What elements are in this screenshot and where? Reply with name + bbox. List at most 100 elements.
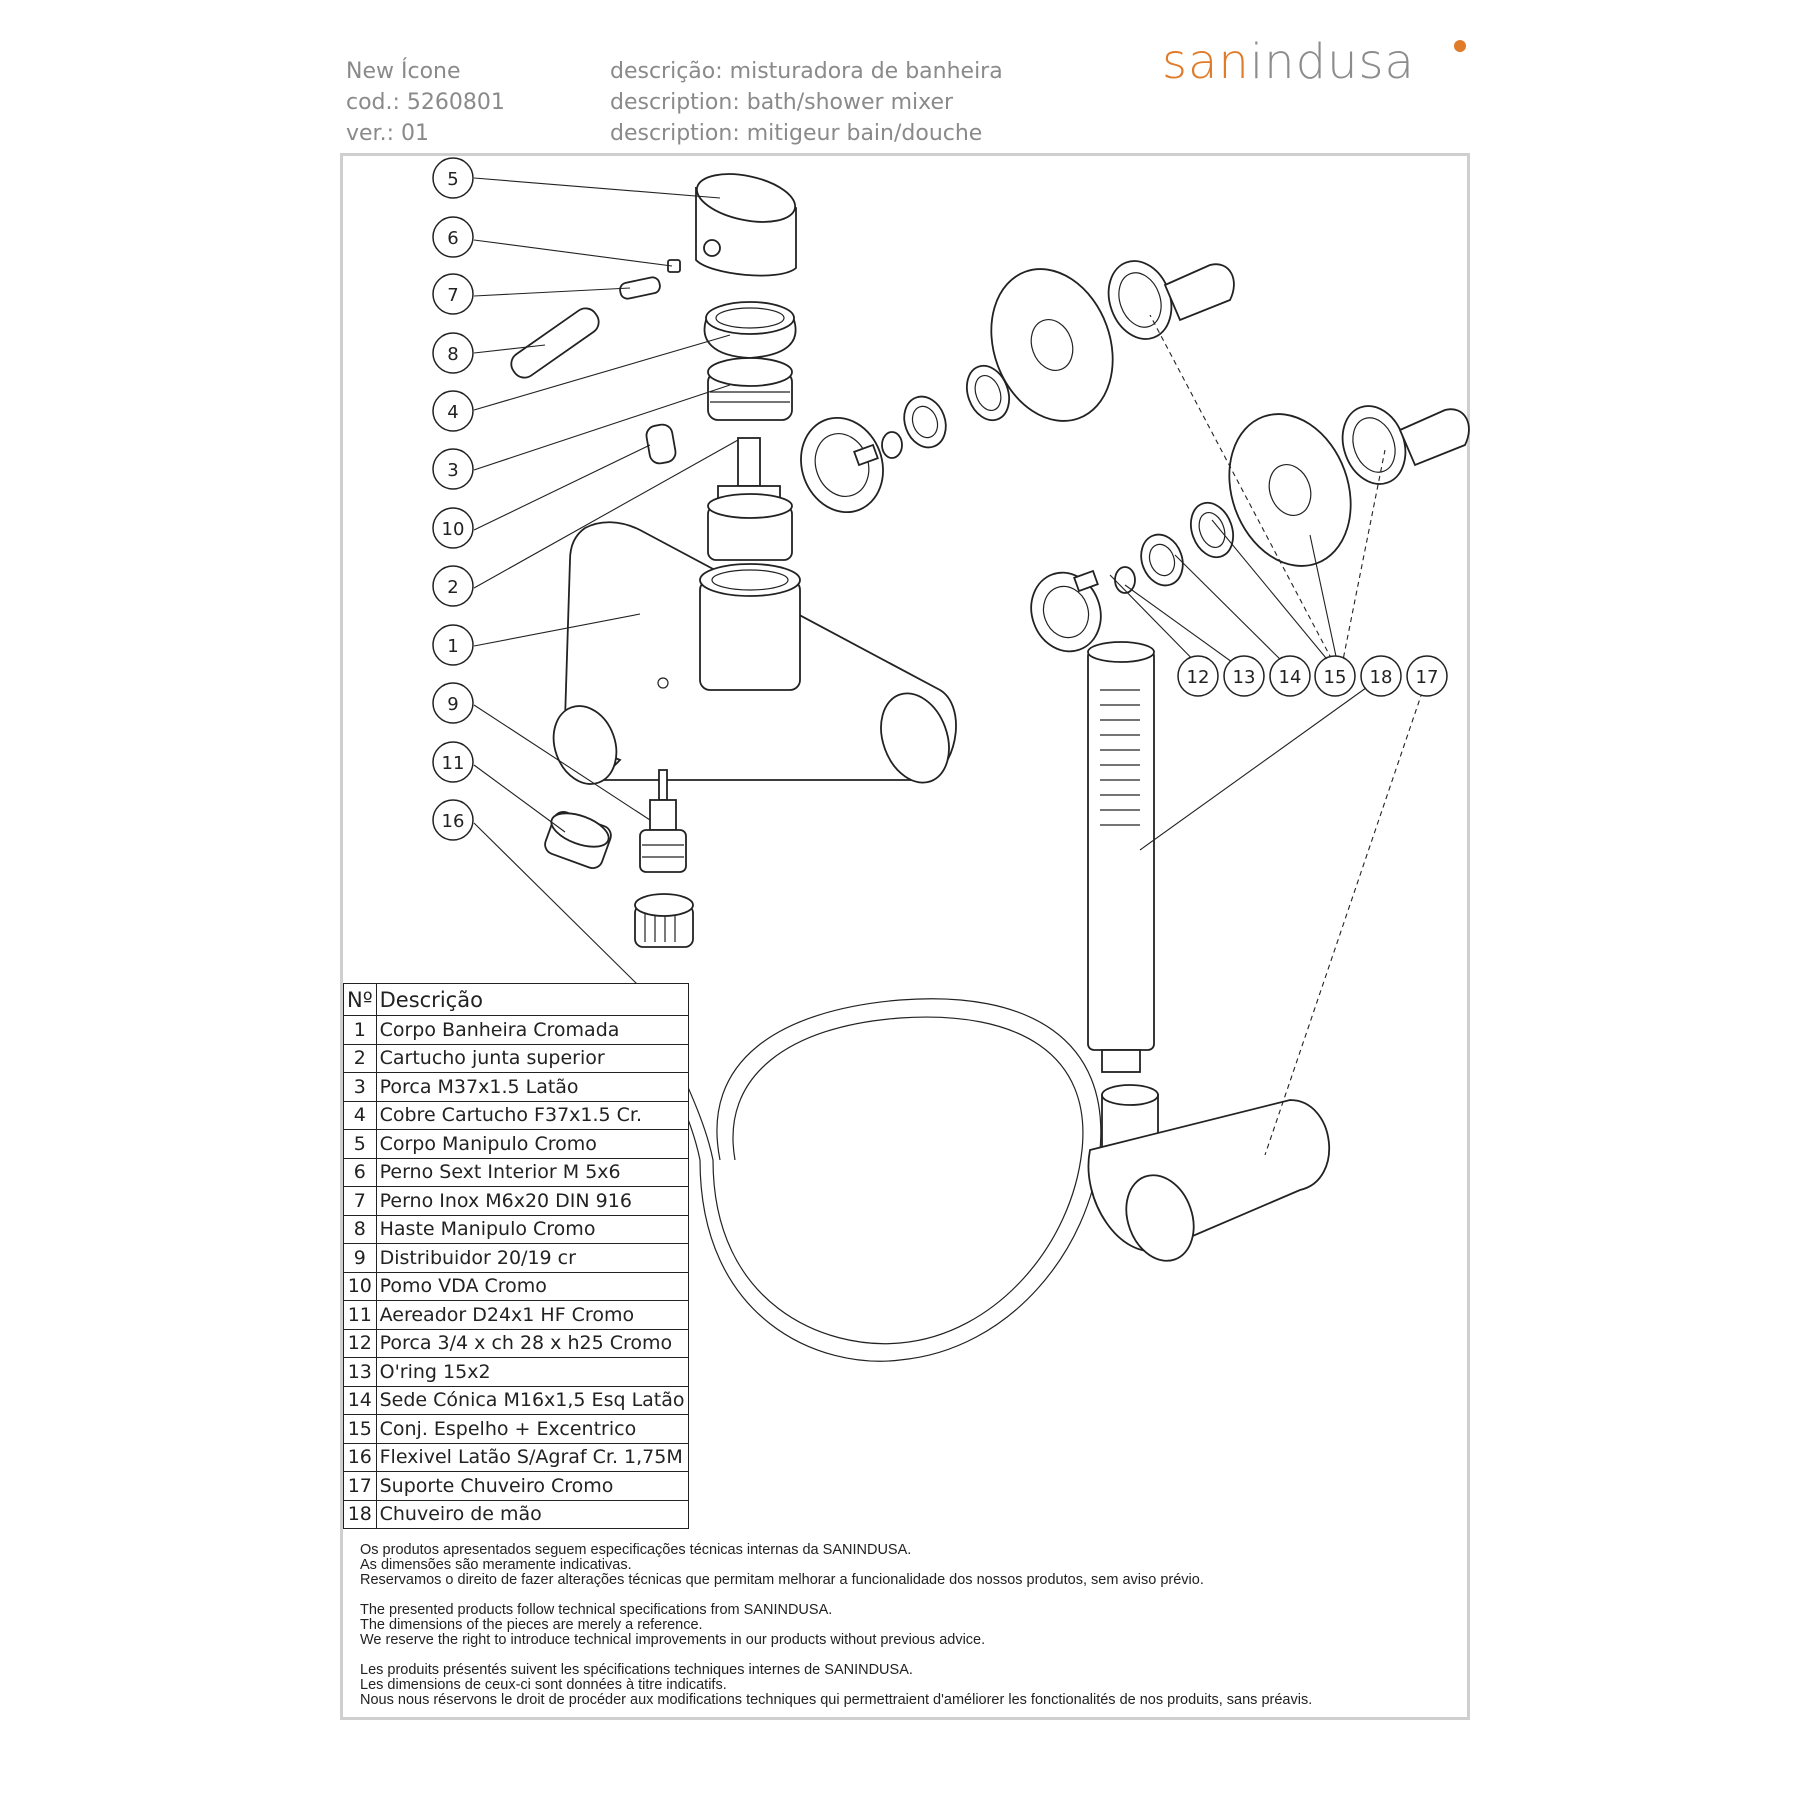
- cartridge: [707, 437, 793, 561]
- aerator: [544, 810, 612, 870]
- disclaimer-notes: Os produtos apresentados seguem especifi…: [360, 1543, 1312, 1723]
- callout-18: 18: [1360, 655, 1402, 697]
- part-number: 10: [343, 1271, 377, 1301]
- knob-pomo: [645, 423, 677, 465]
- callout-circle: [1360, 655, 1402, 697]
- part-description: Corpo Manipulo Cromo: [375, 1129, 689, 1159]
- part-number: 11: [343, 1300, 377, 1330]
- callout-17: 17: [1406, 655, 1448, 697]
- part-number: 8: [343, 1214, 377, 1244]
- cartridge-cover: [703, 301, 797, 359]
- leader-lines: [473, 177, 1429, 1156]
- part-description: Sede Cónica M16x1,5 Esq Latão: [375, 1385, 689, 1415]
- product-name: New Ícone: [346, 59, 461, 84]
- callout-circle: [432, 682, 474, 724]
- part-number: 9: [343, 1243, 377, 1273]
- product-code: cod.: 5260801: [346, 90, 505, 115]
- part-description: Cartucho junta superior: [375, 1043, 689, 1073]
- callout-16: 16: [432, 799, 474, 841]
- callout-label: 2: [447, 577, 458, 598]
- part-description: O'ring 15x2: [375, 1357, 689, 1387]
- callout-4: 4: [432, 390, 474, 432]
- callout-circle: [432, 216, 474, 258]
- product-info: New Ícone cod.: 5260801 ver.: 01: [346, 56, 505, 149]
- callout-circle: [432, 624, 474, 666]
- callout-label: 15: [1324, 667, 1347, 688]
- callout-13: 13: [1223, 655, 1265, 697]
- logo-text-indusa: indusa: [1249, 34, 1415, 90]
- callout-label: 16: [442, 811, 465, 832]
- callout-label: 12: [1187, 667, 1210, 688]
- callout-circle: [432, 390, 474, 432]
- callout-5: 5: [432, 157, 474, 199]
- part-description: Perno Inox M6x20 DIN 916: [375, 1186, 689, 1216]
- description-fr: description: mitigeur bain/douche: [610, 121, 983, 146]
- callout-circle: [432, 273, 474, 315]
- part-number: 1: [343, 1015, 377, 1045]
- callout-label: 18: [1370, 667, 1393, 688]
- mixer-body: [552, 521, 957, 785]
- callout-label: 10: [442, 519, 465, 540]
- callout-label: 1: [447, 636, 458, 657]
- part-description: Aereador D24x1 HF Cromo: [375, 1300, 689, 1330]
- description-en: description: bath/shower mixer: [610, 90, 954, 115]
- note-line: As dimensões são meramente indicativas.: [360, 1557, 632, 1573]
- callout-circle: [432, 332, 474, 374]
- col-header-description: Descrição: [375, 983, 689, 1016]
- callout-label: 3: [447, 460, 458, 481]
- part-description: Cobre Cartucho F37x1.5 Cr.: [375, 1100, 689, 1130]
- part-number: 14: [343, 1385, 377, 1415]
- callout-circle: [432, 448, 474, 490]
- callout-label: 13: [1233, 667, 1256, 688]
- flexible-hose: [631, 984, 1141, 1362]
- callout-label: 17: [1416, 667, 1439, 688]
- set-screw: [619, 276, 661, 300]
- part-description: Haste Manipulo Cromo: [375, 1214, 689, 1244]
- note-line: Os produtos apresentados seguem especifi…: [360, 1542, 912, 1558]
- part-number: 13: [343, 1357, 377, 1387]
- sanindusa-logo: sanindusa: [1162, 34, 1466, 90]
- part-description: Porca M37x1.5 Latão: [375, 1072, 689, 1102]
- part-number: 12: [343, 1328, 377, 1358]
- callout-circle: [432, 741, 474, 783]
- callout-1: 1: [432, 624, 474, 666]
- callout-circle: [1314, 655, 1356, 697]
- drawing-frame: [340, 153, 1470, 1720]
- notes-pt: Os produtos apresentados seguem especifi…: [360, 1543, 1312, 1588]
- part-description: Chuveiro de mão: [375, 1499, 689, 1529]
- part-description: Suporte Chuveiro Cromo: [375, 1471, 689, 1501]
- table-header-row: Nº Descrição: [343, 983, 689, 1016]
- callout-circle: [1223, 655, 1265, 697]
- part-number: 16: [343, 1442, 377, 1472]
- callout-label: 6: [447, 228, 458, 249]
- notes-fr: Les produits présentés suivent les spéci…: [360, 1663, 1312, 1708]
- part-number: 6: [343, 1157, 377, 1187]
- callout-circle: [1269, 655, 1311, 697]
- part-number: 17: [343, 1471, 377, 1501]
- note-line: Les produits présentés suivent les spéci…: [360, 1662, 913, 1678]
- callout-circle: [432, 507, 474, 549]
- lower-eccentric-assembly: [1030, 405, 1470, 653]
- product-descriptions: descrição: misturadora de banheira descr…: [610, 56, 1003, 149]
- callout-10: 10: [432, 507, 474, 549]
- note-line: Reservamos o direito de fazer alterações…: [360, 1572, 1204, 1588]
- part-description: Pomo VDA Cromo: [375, 1271, 689, 1301]
- callout-3: 3: [432, 448, 474, 490]
- shower-support: [1087, 1084, 1331, 1262]
- callout-circle: [1177, 655, 1219, 697]
